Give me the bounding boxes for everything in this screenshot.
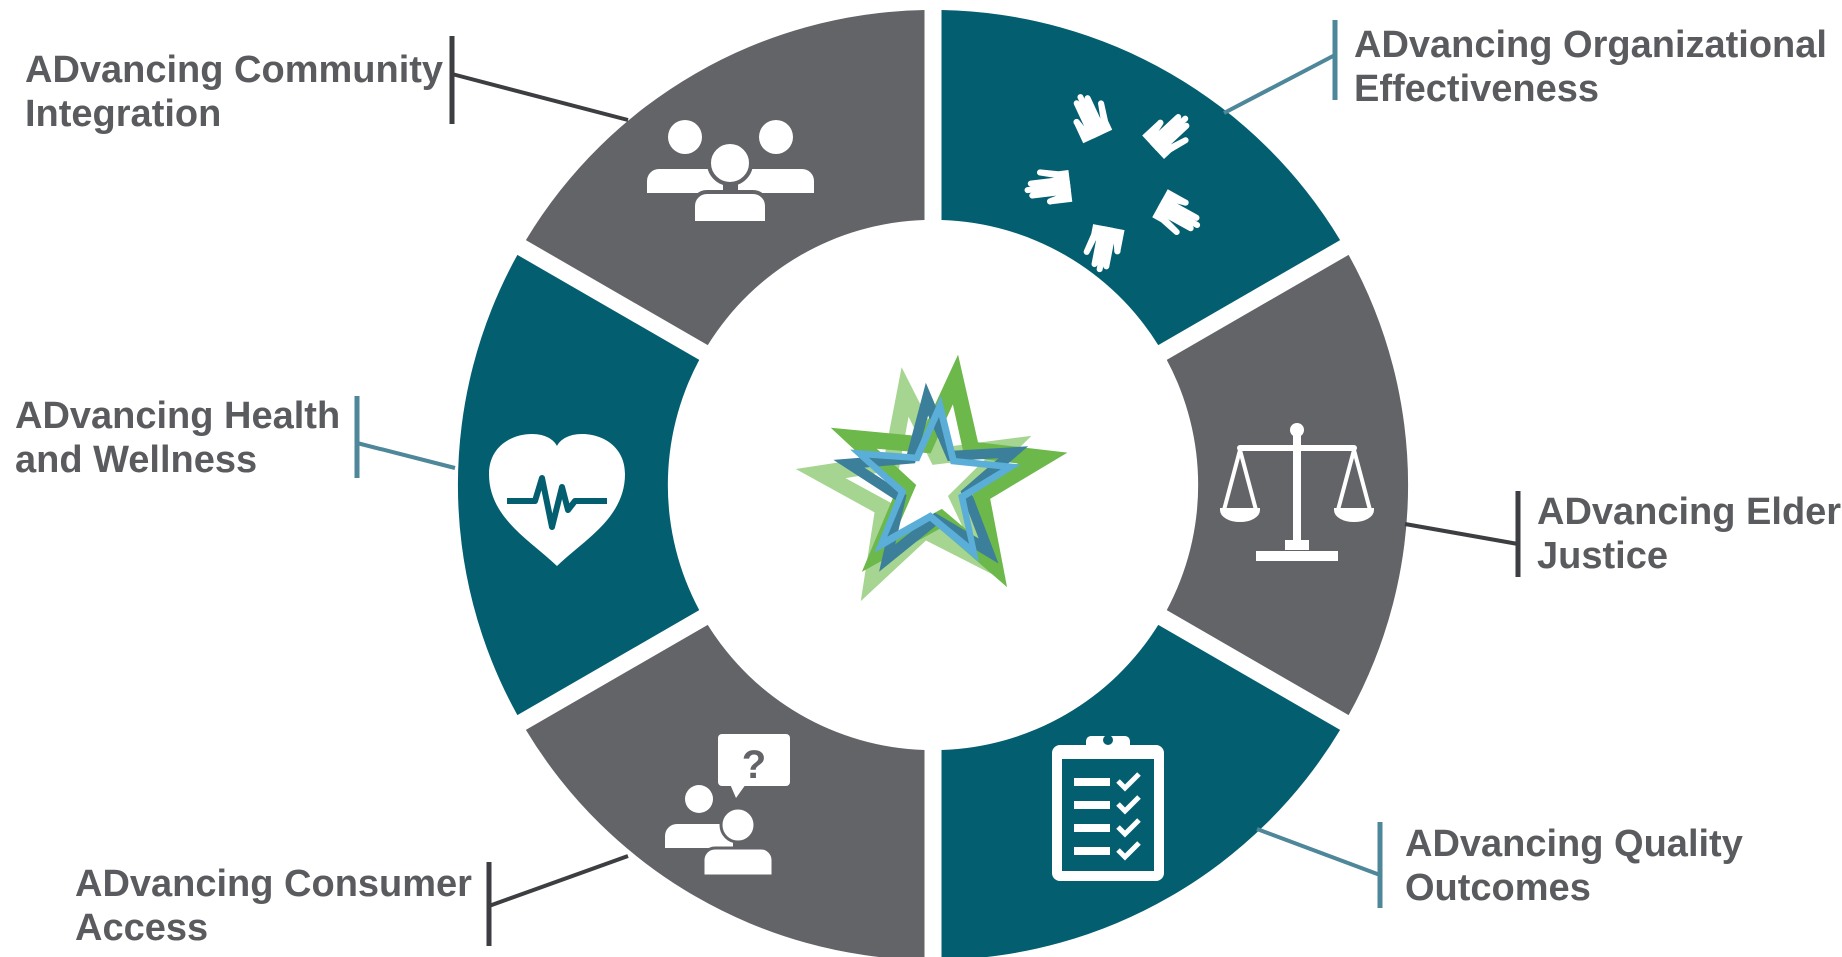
ring-segment-consumer-access — [525, 624, 925, 957]
leader-line-quality-outcomes — [1256, 827, 1381, 877]
label-line: ADvancing Quality — [1405, 823, 1743, 865]
leader-lines — [354, 20, 1521, 946]
svg-text:?: ? — [742, 743, 766, 787]
label-elder-justice: ADvancing Elder Justice — [1537, 490, 1841, 578]
label-community-integration: ADvancing Community Integration — [25, 48, 443, 136]
ring-segment-organizational-effectiveness — [941, 10, 1341, 346]
ring-segment-elder-justice — [1166, 254, 1409, 716]
label-line: ADvancing Consumer — [75, 863, 472, 905]
leader-line-health-wellness — [356, 441, 456, 470]
scales-of-justice-icon — [1219, 423, 1375, 561]
label-line: and Wellness — [15, 439, 258, 481]
label-health-wellness: ADvancing Health and Wellness — [15, 394, 340, 482]
leader-line-elder-justice — [1404, 522, 1519, 546]
label-line: ADvancing Organizational — [1354, 24, 1827, 66]
leader-line-community-integration — [451, 72, 629, 122]
people-group-icon — [647, 120, 814, 225]
people-question-icon: ? — [665, 734, 790, 878]
label-line: Outcomes — [1405, 867, 1591, 909]
hands-together-icon — [1024, 94, 1201, 273]
label-quality-outcomes: ADvancing Quality Outcomes — [1405, 822, 1743, 910]
leader-line-consumer-access — [488, 854, 629, 908]
clipboard-checklist-icon — [1052, 735, 1164, 881]
label-line: Justice — [1537, 535, 1668, 577]
label-line: ADvancing Health — [15, 395, 341, 437]
label-line: ADvancing Community — [25, 49, 444, 91]
label-line: Integration — [25, 93, 222, 135]
label-consumer-access: ADvancing Consumer Access — [75, 862, 472, 950]
label-line: Access — [75, 907, 209, 949]
label-organizational-effectiveness: ADvancing Organizational Effectiveness — [1354, 23, 1827, 111]
leader-line-organizational-effectiveness — [1223, 53, 1336, 115]
label-line: ADvancing Elder — [1537, 491, 1842, 533]
heart-pulse-icon — [489, 434, 625, 566]
star-logo-icon — [795, 354, 1068, 602]
label-line: Effectiveness — [1354, 68, 1600, 110]
